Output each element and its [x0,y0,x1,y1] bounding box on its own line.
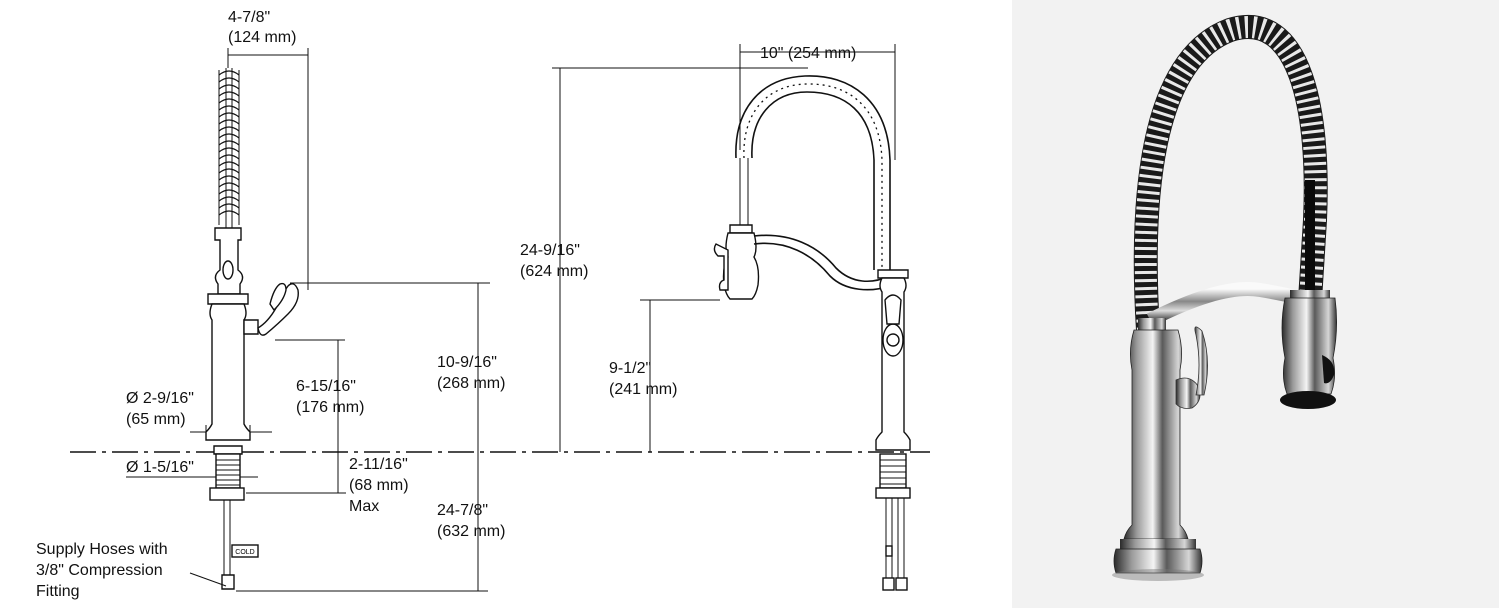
dim-base-diameter-mm: (65 mm) [126,411,186,428]
front-view-drawing: 10" (254 mm) 24-9/16" (624 mm) 9-1/2" (2… [520,44,911,591]
dim-handle-height-mm: (176 mm) [296,399,364,416]
dim-spout-offset: 4-7/8" (124 mm) [227,9,309,290]
dim-shank-diameter: Ø 1-5/16" [126,459,258,478]
supply-hose-note: Supply Hoses with 3/8" Compression Fitti… [36,541,227,600]
dim-handle-height-in: 6-15/16" [296,378,356,395]
photo-body [1123,329,1189,540]
dim-sprayhead-clearance: 9-1/2" (241 mm) [609,299,720,452]
dim-overall-height-mm: (624 mm) [520,263,588,280]
photo-base [1113,548,1203,574]
side-view-drawing: COLD 4-7/8" (124 mm) 10-9/16" (268 mm) 6… [36,9,930,600]
dim-deck-thickness-note: Max [349,498,379,515]
dim-sprayhead-clearance-in: 9-1/2" [609,360,651,377]
dim-spout-height-in: 10-9/16" [437,354,497,371]
dim-sprayhead-clearance-mm: (241 mm) [609,381,677,398]
front-spout-arm [753,234,891,283]
product-photo [1012,0,1499,608]
dim-deck-thickness-mm: (68 mm) [349,477,409,494]
supply-note-line-1: Supply Hoses with [36,541,168,558]
dim-hose-length: 24-7/8" (632 mm) [236,452,505,592]
dim-shank-diameter-in: Ø 1-5/16" [126,459,194,476]
supply-note-line-2: 3/8" Compression [36,562,163,579]
dim-spout-height: 10-9/16" (268 mm) [290,282,505,452]
cold-tag-label: COLD [235,549,254,556]
dim-spout-offset-in: 4-7/8" [228,9,270,26]
side-shank [209,453,245,501]
dim-handle-height: 6-15/16" (176 mm) [275,339,364,452]
dim-deck-thickness-in: 2-11/16" [349,456,408,473]
dim-base-diameter-in: Ø 2-9/16" [126,390,194,407]
dim-overall-height: 24-9/16" (624 mm) [520,67,808,452]
photo-handle-hub [1175,377,1201,409]
dim-base-diameter: Ø 2-9/16" (65 mm) [126,390,272,440]
side-body-collar [207,293,249,305]
supply-note-line-3: Fitting [36,583,80,600]
dim-spout-height-mm: (268 mm) [437,375,505,392]
dim-spout-reach: 10" (254 mm) [739,44,896,160]
dim-hose-length-mm: (632 mm) [437,523,505,540]
front-coil-spring [735,75,891,270]
photo-sprayhead [1281,297,1337,395]
front-handle [884,294,902,325]
front-body [875,277,911,451]
photo-background [1012,0,1499,608]
front-shank [875,453,911,499]
side-handle-hub [243,319,259,335]
dim-spout-reach-label: 10" (254 mm) [760,45,856,62]
dim-overall-height-in: 24-9/16" [520,242,580,259]
front-sprayhead [722,232,760,300]
dim-spout-offset-mm: (124 mm) [228,29,296,46]
dim-hose-length-in: 24-7/8" [437,502,488,519]
cold-hose-tag [231,544,259,558]
photo-handle-lever [1194,326,1208,396]
front-body-collar [877,269,909,279]
side-coil-spring [218,68,240,228]
dim-deck-thickness: 2-11/16" (68 mm) Max [246,452,409,515]
